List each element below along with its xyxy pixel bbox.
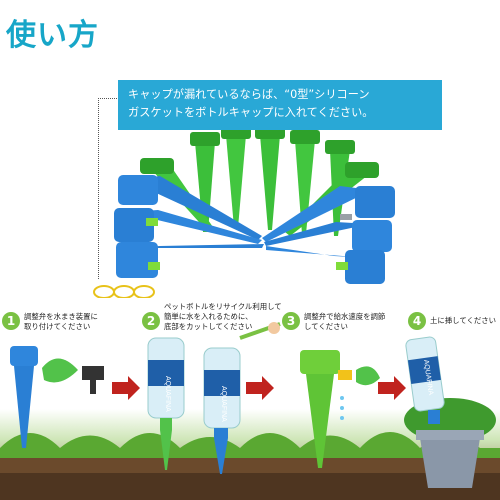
step-1-line-2: 取り付けてください [24, 322, 91, 331]
info-banner: キャップが漏れているならば、“0型”シリコーン ガスケットをボトルキャップに入れ… [118, 80, 442, 130]
step1-spike [10, 346, 104, 448]
step-1-text: 調整弁を水まき装置に 取り付けてください [24, 312, 98, 332]
step-2-line-2: 簡単に水を入れるために、 [164, 312, 253, 321]
step-2-badge: 2 [142, 312, 160, 330]
step-1-line-1: 調整弁を水まき装置に [24, 312, 98, 321]
arrow-icons [112, 376, 406, 400]
grass [0, 432, 500, 500]
callout-dotted-line [98, 98, 119, 279]
step-3-line-1: 調整弁で給水速度を調節 [304, 312, 386, 321]
step3-spike [300, 350, 380, 468]
step-4-text: 土に挿してください [430, 316, 496, 326]
o-ring-coil [93, 285, 155, 299]
step-2-line-3: 底部をカットしてください [164, 322, 253, 331]
step-3-text: 調整弁で給水速度を調節 してください [304, 312, 385, 332]
step-4-line-1: 土に挿してください [430, 316, 497, 325]
step-3-badge: 3 [282, 312, 300, 330]
step-2-text: ペットボトルをリサイクル利用して 簡単に水を入れるために、 底部をカットしてくだ… [164, 302, 282, 332]
banner-line-1: キャップが漏れているならば、“0型”シリコーン [128, 88, 370, 101]
bottle-label-3: AQUAFINA [422, 359, 434, 396]
step-4-badge: 4 [408, 312, 426, 330]
banner-line-2: ガスケットをボトルキャップに入れてください。 [128, 106, 374, 119]
bottle-label-2: AQUAFINA [220, 386, 227, 422]
page-title: 使い方 [6, 18, 99, 53]
hero-spikes-illustration [93, 125, 395, 299]
step4-pot [404, 336, 496, 488]
step2-bottles [147, 322, 281, 474]
step-1-badge: 1 [2, 312, 20, 330]
step-3-line-2: してください [304, 322, 348, 331]
steps-illustration: AQUAFINA AQUAFINA AQUAFINA [0, 298, 500, 500]
blue-spikes [114, 175, 395, 284]
bottle-label-1: AQUAFINA [164, 376, 171, 412]
step-2-line-1: ペットボトルをリサイクル利用して [164, 302, 282, 311]
